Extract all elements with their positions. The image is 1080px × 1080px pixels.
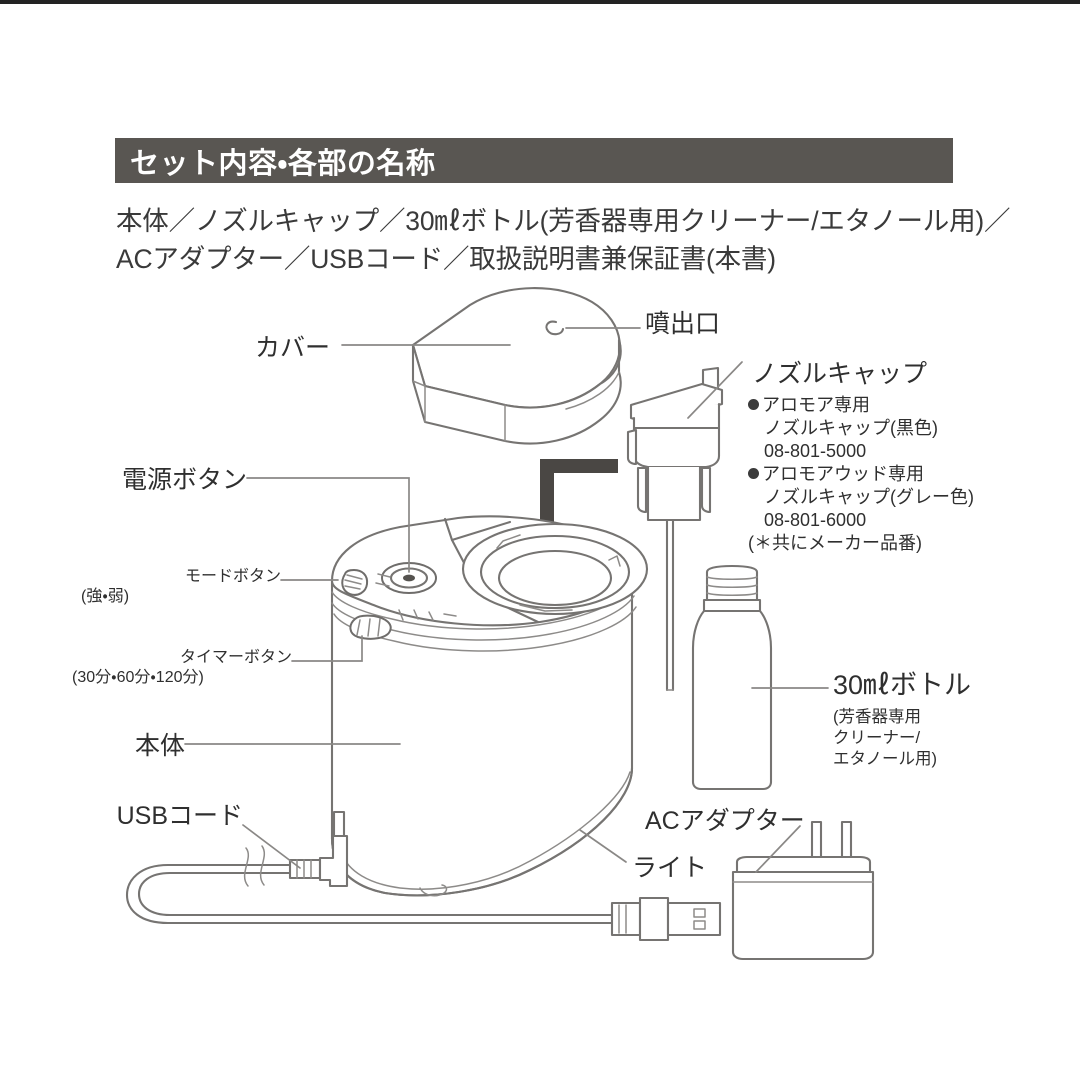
section-header-bar: セット内容・各部の名称	[115, 138, 953, 183]
leader-lines	[184, 327, 829, 873]
label-bottle-sub-3: エタノール用)	[833, 749, 937, 768]
cover-part	[411, 287, 622, 445]
nozzle-well	[461, 522, 649, 616]
label-spout: 噴出口	[645, 310, 721, 338]
light-band	[330, 766, 634, 897]
label-mode-button: モードボタン (強・弱)	[81, 567, 281, 608]
nozzle-note-item-1-line2: ノズルキャップ(黒色)	[764, 418, 938, 439]
label-bottle-sub-1: (芳香器専用	[833, 707, 921, 726]
nozzle-cap-notes: アロモア専用 ノズルキャップ(黒色) 08-801-5000 アロモアウッド専用…	[748, 394, 974, 555]
label-bottle-main: 30㎖ボトル	[833, 670, 972, 700]
nozzle-note-item-2: アロモアウッド専用	[748, 463, 974, 486]
label-nozzle-cap: ノズルキャップ	[752, 360, 928, 388]
label-bottle: 30㎖ボトル (芳香器専用 クリーナー/ エタノール用)	[833, 668, 971, 770]
label-ac-adapter: ACアダプター	[645, 807, 805, 835]
bullet-icon	[748, 399, 759, 410]
bullet-icon	[748, 468, 759, 480]
label-mode-button-sub: (強・弱)	[81, 588, 130, 606]
nozzle-note-footnote: (＊共にメーカー品番)	[748, 533, 922, 554]
ac-adapter-part	[731, 820, 875, 961]
nozzle-note-item-1: アロモア専用	[748, 394, 974, 417]
label-power-button: 電源ボタン	[121, 466, 247, 494]
bottle-part	[691, 564, 773, 791]
timer-button[interactable]	[349, 614, 392, 640]
main-body-part	[330, 515, 649, 897]
label-timer-button: タイマーボタン (30分・60分・120分)	[72, 648, 292, 689]
nozzle-note-item-2-code: 08-801-6000	[764, 510, 867, 531]
contents-line-1: 本体／ノズルキャップ／30㎖ボトル(芳香器専用クリーナー/エタノール用)／	[116, 206, 1011, 236]
label-timer-button-sub: (30分・60分・120分)	[72, 669, 204, 687]
control-panel	[341, 562, 457, 640]
label-bottle-sub-2: クリーナー/	[833, 728, 921, 747]
label-usb-cord: USBコード	[116, 802, 243, 830]
top-edge-band	[0, 0, 1080, 4]
nozzle-note-item-1-code: 08-801-5000	[764, 441, 867, 462]
label-light: ライト	[632, 854, 708, 882]
mode-button[interactable]	[341, 568, 369, 596]
label-main-body: 本体	[134, 732, 185, 760]
label-cover: カバー	[254, 334, 330, 362]
nozzle-note-item-2-line2: ノズルキャップ(グレー色)	[764, 487, 974, 508]
contents-line-2: ACアダプター／USBコード／取扱説明書兼保証書(本書)	[116, 244, 776, 275]
label-mode-button-main: モードボタン	[184, 568, 281, 585]
set-contents-text: 本体／ノズルキャップ／30㎖ボトル(芳香器専用クリーナー/エタノール用)／ AC…	[116, 202, 1011, 279]
page-title: セット内容・各部の名称	[130, 147, 436, 180]
usb-cord-part	[125, 810, 722, 942]
nozzle-cap-part	[626, 366, 724, 692]
label-timer-button-main: タイマーボタン	[179, 649, 292, 666]
